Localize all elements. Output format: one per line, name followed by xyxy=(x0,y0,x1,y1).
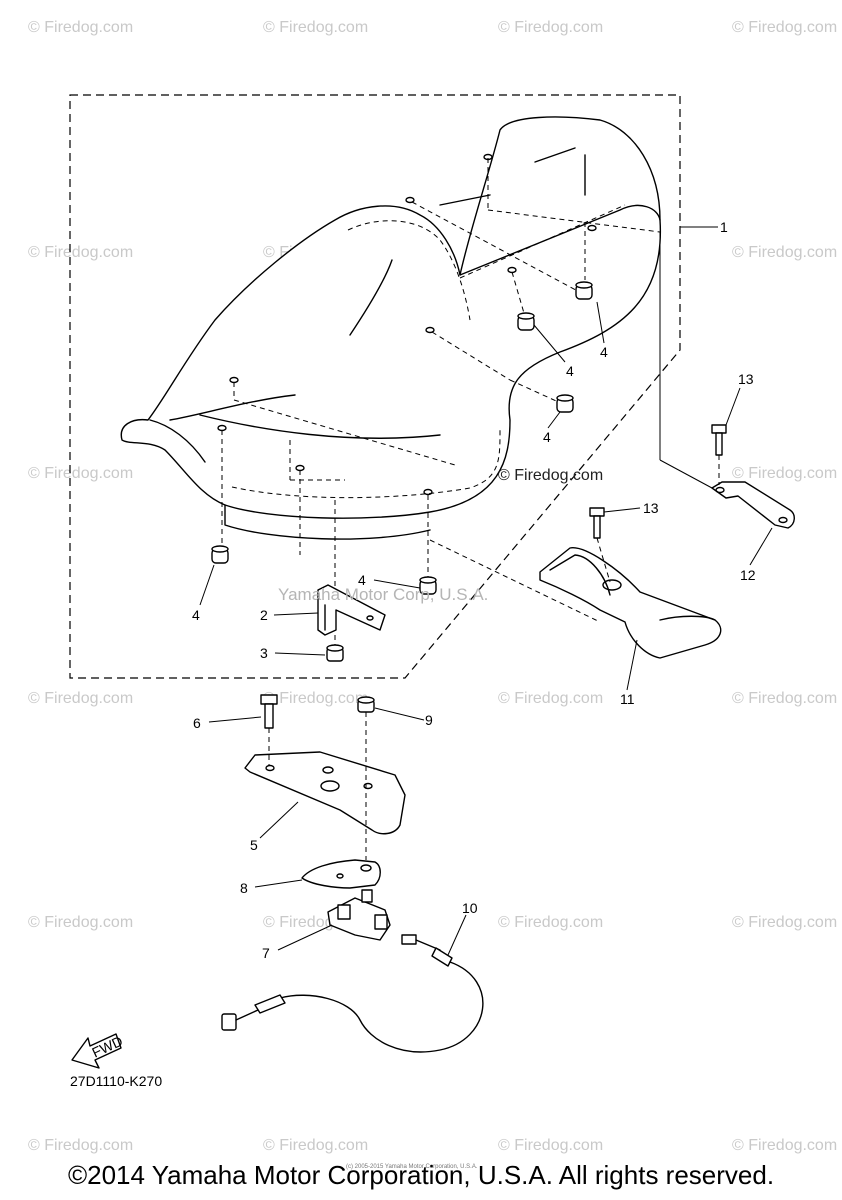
callout-4: 4 xyxy=(543,429,551,445)
hole xyxy=(423,488,433,496)
hole xyxy=(483,153,493,161)
grommet xyxy=(211,545,229,564)
seat-stitch-front xyxy=(347,220,471,321)
callout-5: 5 xyxy=(250,837,258,853)
bolt-part-13 xyxy=(711,424,727,485)
copyright-notice: ©2014 Yamaha Motor Corporation, U.S.A. A… xyxy=(67,1160,775,1190)
callout-13: 13 xyxy=(643,500,659,516)
watermark: © Firedog.com xyxy=(732,465,837,482)
seat-stitch-rear xyxy=(459,204,626,279)
hole xyxy=(425,326,435,334)
hole xyxy=(405,196,415,204)
watermark: © Firedog.com xyxy=(732,1137,837,1154)
watermark: © Firedog.com xyxy=(732,19,837,36)
guide-line xyxy=(429,539,601,623)
watermark: © Firedog.com xyxy=(498,1137,603,1154)
callout-8: 8 xyxy=(240,880,248,896)
grommet xyxy=(517,312,535,331)
plate-part-5 xyxy=(244,751,406,835)
cover-part-11 xyxy=(539,547,722,659)
watermark: © Firedog.com xyxy=(28,465,133,482)
watermark: © Firedog.com xyxy=(732,914,837,931)
guide-line xyxy=(411,201,586,296)
yamaha-watermark: Yamaha Motor Corp, U.S.A. xyxy=(278,585,488,604)
guide-line xyxy=(233,399,456,466)
cable-part-10 xyxy=(221,934,484,1053)
seat-part xyxy=(120,116,662,540)
watermark: © Firedog.com xyxy=(732,244,837,261)
bolt-part-6 xyxy=(260,694,278,765)
watermark: © Firedog.com xyxy=(732,690,837,707)
mounting-guides xyxy=(221,158,661,650)
hole xyxy=(229,376,239,384)
guide-line xyxy=(487,209,661,233)
hole xyxy=(295,464,305,472)
watermark: © Firedog.com xyxy=(28,244,133,261)
seat-contour xyxy=(349,259,393,336)
watermark: © Firedog.com xyxy=(263,1137,368,1154)
watermark: © Firedog.com xyxy=(263,690,368,707)
callout-4: 4 xyxy=(192,607,200,623)
seat-stitch-side xyxy=(231,429,501,499)
watermark: © Firedog.com xyxy=(263,19,368,36)
callout-4: 4 xyxy=(358,572,366,588)
bracket-part-12 xyxy=(659,232,795,529)
callout-7: 7 xyxy=(262,945,270,961)
assembly-frame xyxy=(69,94,681,679)
watermark: © Firedog.com xyxy=(498,19,603,36)
center-watermark: © Firedog.com xyxy=(498,467,603,484)
lock-part-7 xyxy=(327,889,391,941)
grommet xyxy=(556,394,574,413)
seat-contour xyxy=(169,394,296,421)
hole xyxy=(507,266,517,274)
lever-part-8 xyxy=(301,859,381,889)
hole xyxy=(217,424,227,432)
seat-base xyxy=(224,504,431,540)
guide-line xyxy=(509,379,566,406)
seat-contour xyxy=(199,414,441,439)
callout-9: 9 xyxy=(425,712,433,728)
callout-2: 2 xyxy=(260,607,268,623)
watermark: © Firedog.com xyxy=(28,914,133,931)
callout-1: 1 xyxy=(720,219,728,235)
leader-lines xyxy=(199,301,773,956)
callout-4: 4 xyxy=(566,363,574,379)
callout-4: 4 xyxy=(600,344,608,360)
guide-line xyxy=(431,331,511,381)
callout-13: 13 xyxy=(738,371,754,387)
seat-contour xyxy=(534,147,576,163)
nut-part-9 xyxy=(357,696,375,860)
callouts: 1 4 4 4 4 4 2 3 6 9 5 8 7 10 11 12 13 13 xyxy=(192,219,756,961)
grommet xyxy=(575,281,593,300)
callout-6: 6 xyxy=(193,715,201,731)
fwd-label: FWD xyxy=(89,1033,125,1061)
watermark: © Firedog.com xyxy=(498,914,603,931)
grommets xyxy=(211,281,593,595)
callout-11: 11 xyxy=(620,691,635,707)
bracket-part-2 xyxy=(317,584,386,636)
bolt-part-13 xyxy=(589,507,611,583)
callout-12: 12 xyxy=(740,567,756,583)
seat-contour xyxy=(439,194,491,206)
watermark: © Firedog.com xyxy=(28,1137,133,1154)
watermark: © Firedog.com xyxy=(28,690,133,707)
seat-holes xyxy=(217,153,597,496)
grommet xyxy=(419,576,437,595)
hole xyxy=(587,224,597,232)
watermark: © Firedog.com xyxy=(498,690,603,707)
diagram-code: 27D1110-K270 xyxy=(70,1073,162,1089)
tiny-notice: (c) 2005-2015 Yamaha Motor Corporation, … xyxy=(346,1164,478,1170)
seat-contour xyxy=(149,419,206,463)
seat-rear-pad xyxy=(459,116,661,276)
seat-outline xyxy=(120,204,662,519)
watermark: © Firedog.com xyxy=(28,19,133,36)
callout-3: 3 xyxy=(260,645,268,661)
fwd-arrow: FWD xyxy=(71,1033,125,1069)
nut-part-3 xyxy=(326,644,344,662)
callout-10: 10 xyxy=(462,900,478,916)
